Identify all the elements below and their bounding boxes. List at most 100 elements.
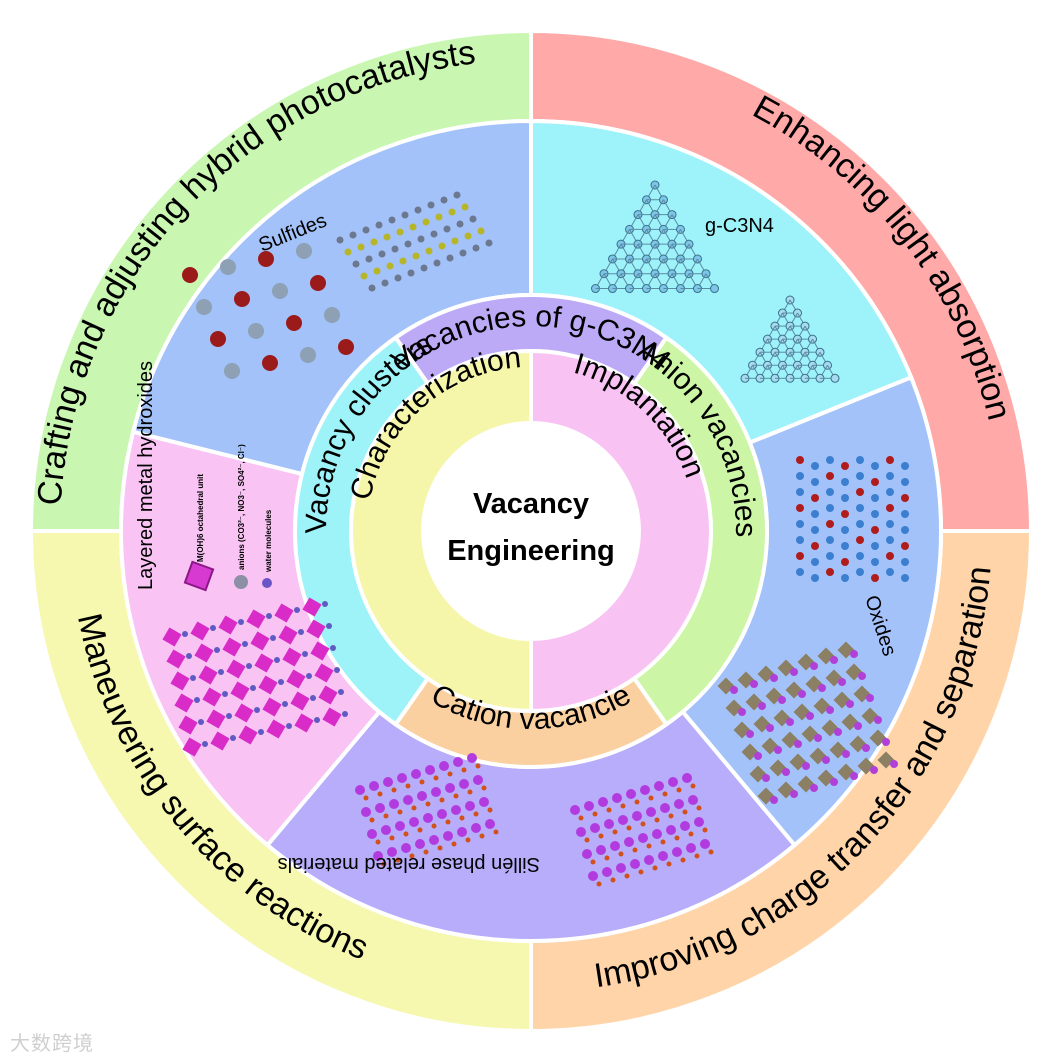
atom [871, 462, 879, 470]
atom [218, 669, 224, 675]
center-disc [423, 423, 639, 639]
atom [395, 821, 405, 831]
polyhedron [178, 715, 198, 735]
atom [858, 672, 866, 680]
polyhedron [302, 597, 322, 617]
atom [576, 827, 586, 837]
polyhedron [246, 609, 266, 629]
atom [322, 601, 328, 607]
polyhedron [282, 647, 302, 667]
atom [443, 225, 451, 233]
atom [425, 801, 431, 807]
atom [270, 635, 276, 641]
atom [624, 837, 634, 847]
atom [901, 494, 909, 502]
atom [790, 790, 798, 798]
atom [871, 510, 879, 518]
polyhedron [206, 709, 226, 729]
atom [357, 243, 365, 251]
atom [404, 240, 412, 248]
atom [871, 526, 879, 534]
water-molecule-icon [262, 578, 272, 588]
atom [850, 772, 858, 780]
atom [448, 208, 456, 216]
atom [668, 813, 674, 819]
atom [596, 881, 602, 887]
atom [419, 779, 425, 785]
atom [425, 247, 433, 255]
atom [342, 711, 348, 717]
atom [214, 647, 220, 653]
atom [230, 735, 236, 741]
polyhedron [318, 685, 338, 705]
atom [612, 793, 622, 803]
atom [634, 799, 640, 805]
atom [782, 768, 790, 776]
atom [796, 552, 804, 560]
atom [754, 752, 762, 760]
atom [250, 685, 256, 691]
molecular-structures [162, 180, 909, 887]
polyhedron [290, 691, 310, 711]
atom [427, 201, 435, 209]
atom [811, 494, 819, 502]
atom [302, 651, 308, 657]
octahedral-unit-icon [183, 560, 215, 592]
atom [694, 817, 704, 827]
atom [378, 250, 386, 258]
atom [182, 267, 198, 283]
atom [886, 504, 894, 512]
atom [451, 805, 461, 815]
atom [222, 691, 228, 697]
atom [590, 823, 600, 833]
atom [373, 851, 383, 861]
atom [254, 707, 260, 713]
atom [700, 839, 710, 849]
atom [871, 558, 879, 566]
atom [688, 831, 694, 837]
atom [381, 825, 391, 835]
atom [856, 456, 864, 464]
atom [856, 536, 864, 544]
atom [409, 853, 415, 859]
atom [282, 701, 288, 707]
atom [369, 781, 379, 791]
atom [443, 831, 453, 841]
atom [383, 233, 391, 241]
atom [493, 829, 499, 835]
atom [626, 825, 632, 831]
atom [367, 829, 377, 839]
atom [401, 843, 411, 853]
atom [182, 631, 188, 637]
atom [423, 813, 433, 823]
atom [394, 274, 402, 282]
atom [841, 558, 849, 566]
atom [202, 741, 208, 747]
atom [314, 717, 320, 723]
atom [606, 807, 612, 813]
atom [841, 574, 849, 582]
atom [439, 761, 449, 771]
atom [640, 821, 646, 827]
atom [420, 264, 428, 272]
atom [796, 472, 804, 480]
atom [417, 791, 427, 801]
atom [798, 690, 806, 698]
atom [826, 520, 834, 528]
atom [414, 206, 422, 214]
atom [375, 221, 383, 229]
atom [660, 803, 670, 813]
atom [730, 686, 738, 694]
ldh-legend-unit: M(OH)6 octahedral unit [196, 474, 205, 562]
atom [362, 226, 370, 234]
ldh-legend-water: water molecules [264, 509, 273, 573]
atom [841, 510, 849, 518]
polyhedron [170, 671, 190, 691]
atom [856, 520, 864, 528]
atom [457, 827, 467, 837]
atom [702, 827, 708, 833]
atom [746, 730, 754, 738]
atom [826, 706, 834, 714]
atom [638, 869, 644, 875]
atom [433, 775, 439, 781]
